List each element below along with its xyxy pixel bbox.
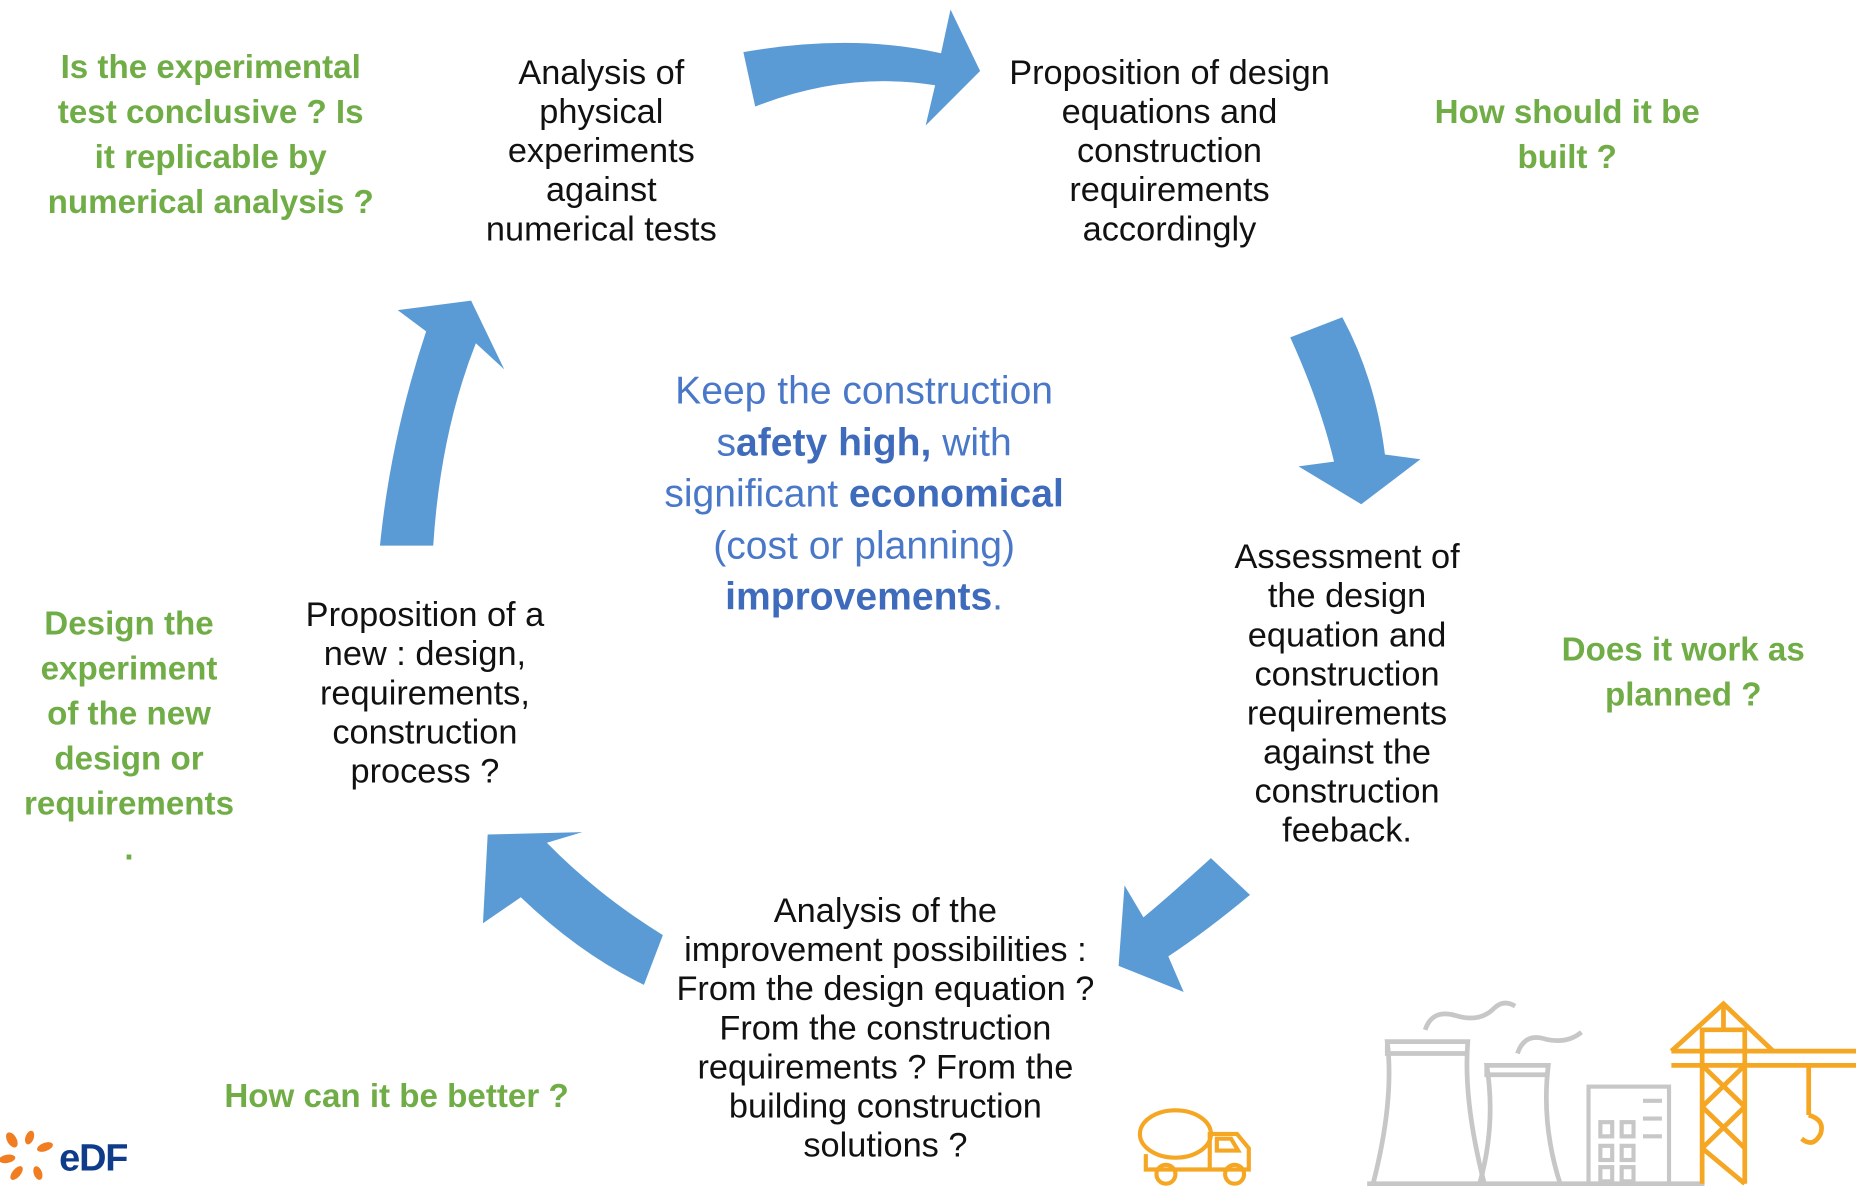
question-built-text: How should it be built ? bbox=[1434, 93, 1700, 176]
center-text-3: (cost or planning) bbox=[713, 522, 1016, 567]
center-text-1: Keep the construction s bbox=[675, 368, 1054, 464]
step-improvement-text: Analysis of the improvement possibilitie… bbox=[676, 892, 1095, 1165]
center-text-2: with significant bbox=[664, 419, 1012, 515]
center-bold-safety: afety high, bbox=[736, 419, 932, 464]
center-bold-improvements: improvements bbox=[725, 574, 993, 618]
step-proposition-design: Proposition of design equations and cons… bbox=[968, 54, 1370, 249]
step-assessment-text: Assessment of the design equation and co… bbox=[1234, 538, 1460, 850]
step-analysis-experiments: Analysis of physical experiments against… bbox=[450, 54, 753, 249]
center-bold-economical: economical bbox=[848, 471, 1064, 515]
question-design-experiment: Design the experiment of the new design … bbox=[0, 601, 258, 871]
edf-logo-icon bbox=[0, 1130, 53, 1180]
step-proposition-design-text: Proposition of design equations and cons… bbox=[1009, 54, 1330, 249]
question-conclusive: Is the experimental test conclusive ? Is… bbox=[14, 45, 407, 225]
step-proposition-new-text: Proposition of a new : design, requireme… bbox=[305, 596, 545, 791]
arrow-left bbox=[379, 300, 505, 546]
step-analysis-text: Analysis of physical experiments against… bbox=[485, 54, 717, 249]
question-conclusive-text: Is the experimental test conclusive ? Is… bbox=[47, 48, 374, 221]
arrow-bottom-left bbox=[482, 832, 663, 985]
step-assessment: Assessment of the design equation and co… bbox=[1196, 539, 1499, 851]
question-planned: Does it work as planned ? bbox=[1527, 627, 1839, 717]
step-improvement-analysis: Analysis of the improvement possibilitie… bbox=[649, 893, 1122, 1166]
center-text-4: . bbox=[992, 574, 1004, 618]
question-better: How can it be better ? bbox=[178, 1074, 616, 1119]
step-proposition-new: Proposition of a new : design, requireme… bbox=[279, 597, 570, 792]
crane-icon bbox=[1669, 1000, 1856, 1186]
question-better-text: How can it be better ? bbox=[224, 1077, 569, 1114]
arrow-right bbox=[1290, 317, 1421, 505]
building-icon bbox=[1586, 1084, 1672, 1186]
cement-truck-icon bbox=[1137, 1108, 1251, 1186]
arrow-top bbox=[743, 9, 981, 126]
arrow-bottom-right bbox=[1118, 858, 1250, 992]
center-statement: Keep the construction safety high, with … bbox=[639, 365, 1089, 622]
edf-logo-text: eDF bbox=[59, 1136, 128, 1179]
power-plant-icon bbox=[1367, 1000, 1705, 1186]
question-design-experiment-text: Design the experiment of the new design … bbox=[24, 604, 235, 867]
question-built: How should it be built ? bbox=[1394, 90, 1740, 180]
question-planned-text: Does it work as planned ? bbox=[1561, 630, 1805, 713]
